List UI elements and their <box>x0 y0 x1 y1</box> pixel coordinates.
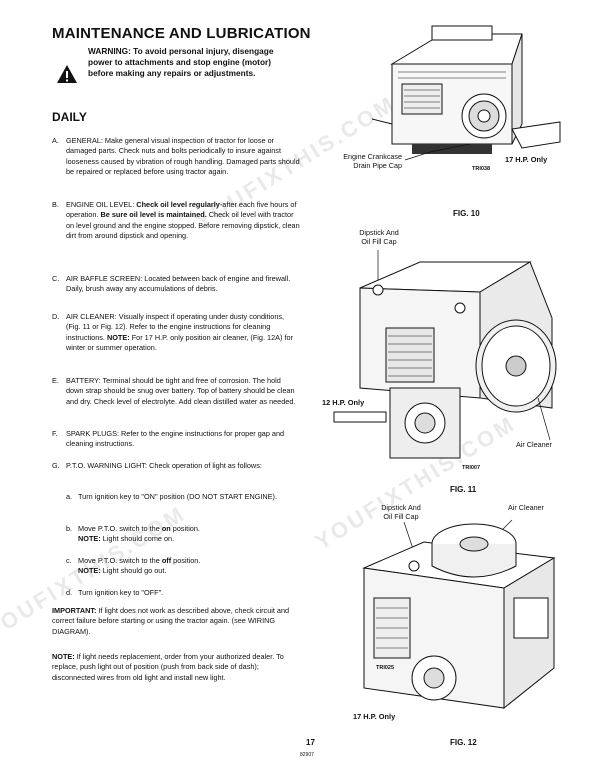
section-heading-daily: DAILY <box>52 110 87 124</box>
fig10-leader <box>404 143 471 161</box>
sub-letter: d. <box>66 588 73 597</box>
sub-letter: a. <box>66 492 73 501</box>
item-letter: E. <box>52 376 59 385</box>
page-number: 17 <box>306 738 315 747</box>
fig11-hp-label: 12 H.P. Only <box>322 398 365 407</box>
sub-text: Move P.T.O. switch to the on position.NO… <box>78 524 200 544</box>
warning-text: WARNING: To avoid personal injury, disen… <box>88 46 274 78</box>
item-letter: F. <box>52 429 58 438</box>
fig10-engine-illustration <box>372 25 561 154</box>
item-text: AIR BAFFLE SCREEN: Located between back … <box>66 274 291 294</box>
sub-letter: b. <box>66 524 73 533</box>
item-text: BATTERY: Terminal should be tight and fr… <box>66 376 296 406</box>
item-text: GENERAL: Make general visual inspection … <box>66 136 300 177</box>
sub-text: Turn ignition key to "OFF". <box>78 588 164 597</box>
fig10-code: TRI038 <box>472 166 491 172</box>
document-code: 82907 <box>300 752 314 758</box>
item-letter: D. <box>52 312 60 321</box>
item-text: ENGINE OIL LEVEL: Check oil level regula… <box>66 200 300 241</box>
warning-triangle-icon <box>57 65 77 83</box>
item-letter: C. <box>52 274 60 283</box>
item-letter: G. <box>52 461 60 470</box>
fig10-caption: FIG. 10 <box>453 209 480 218</box>
fig11-engine-illustration <box>333 250 557 459</box>
fig11-caption: FIG. 11 <box>450 485 477 494</box>
fig11-code: TRI007 <box>462 465 481 471</box>
fig12-code: TRI025 <box>376 665 395 671</box>
note-paragraph: NOTE: If light needs replacement, order … <box>52 652 284 682</box>
item-text: AIR CLEANER: Visually inspect if operati… <box>66 312 293 353</box>
fig12-air-cleaner-label: Air Cleaner <box>508 503 544 512</box>
important-paragraph: IMPORTANT: If light does not work as des… <box>52 606 290 636</box>
page-title: MAINTENANCE AND LUBRICATION <box>52 25 311 42</box>
fig12-caption: FIG. 12 <box>450 738 477 747</box>
item-text: P.T.O. WARNING LIGHT: Check operation of… <box>66 461 262 470</box>
fig12-hp-label: 17 H.P. Only <box>353 712 396 721</box>
item-letter: B. <box>52 200 59 209</box>
fig10-hp-label: 17 H.P. Only <box>505 155 548 164</box>
sub-text: Turn ignition key to "ON" position (DO N… <box>78 492 278 501</box>
item-text: SPARK PLUGS: Refer to the engine instruc… <box>66 429 285 449</box>
fig11-air-cleaner-label: Air Cleaner <box>516 440 552 449</box>
fig12-engine-illustration <box>362 519 556 710</box>
item-letter: A. <box>52 136 59 145</box>
sub-text: Move P.T.O. switch to the off position.N… <box>78 556 201 576</box>
sub-letter: c. <box>66 556 72 565</box>
